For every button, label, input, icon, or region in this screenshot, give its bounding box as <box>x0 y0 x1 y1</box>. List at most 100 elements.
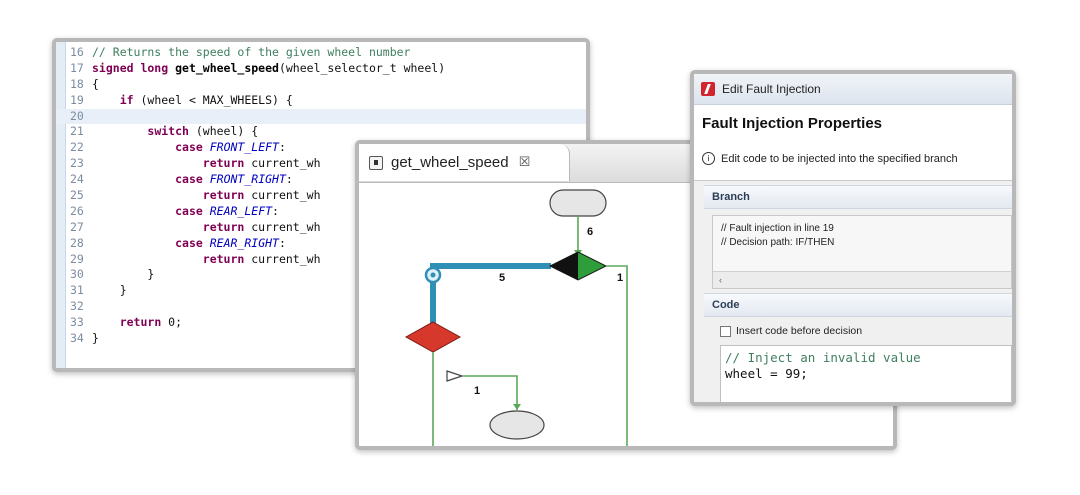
code-line[interactable]: 24 case FRONT_RIGHT: <box>70 172 586 188</box>
line-number: 31 <box>70 283 84 298</box>
flow-diagram-canvas: 6 5 1 1 <box>404 189 628 446</box>
code-token: case <box>175 203 203 218</box>
code-lines[interactable]: 16 // Returns the speed of the given whee… <box>56 45 586 347</box>
code-token: return <box>202 219 245 234</box>
edge-case <box>462 375 518 410</box>
code-line[interactable]: 32 <box>70 299 586 315</box>
injection-statement: wheel = 99; <box>725 366 808 381</box>
code-token <box>203 172 210 186</box>
code-line[interactable]: 26 case REAR_LEFT: <box>70 204 586 220</box>
insert-before-decision-checkbox[interactable] <box>720 325 731 337</box>
dialog-header: Fault Injection Properties i Edit code t… <box>694 105 1012 185</box>
start-node[interactable] <box>549 189 607 217</box>
code-line[interactable]: 16 // Returns the speed of the given whee… <box>70 45 586 61</box>
code-line[interactable]: 23 return current_wh <box>70 156 586 172</box>
code-line[interactable]: 22 case FRONT_LEFT: <box>70 140 586 156</box>
code-token: } <box>92 267 155 282</box>
code-token: : <box>272 203 279 218</box>
code-token <box>92 220 203 234</box>
code-token: case <box>175 140 203 155</box>
code-line[interactable]: 19 if (wheel < MAX_WHEELS) { <box>70 93 586 109</box>
code-token: REAR_LEFT <box>209 203 273 218</box>
code-token: return <box>119 315 162 330</box>
code-token <box>92 124 147 138</box>
line-number: 24 <box>70 172 84 187</box>
code-token <box>92 172 175 186</box>
info-icon: i <box>702 152 715 165</box>
highlight-path <box>430 263 551 332</box>
tab-get-wheel-speed[interactable]: get_wheel_speed ☒ <box>359 144 570 181</box>
code-token <box>92 140 175 154</box>
edit-fault-injection-dialog: Edit Fault Injection Fault Injection Pro… <box>690 70 1016 406</box>
code-line[interactable]: 28 case REAR_RIGHT: <box>70 236 586 252</box>
injection-code: // Inject an invalid value wheel = 99; <box>725 350 921 382</box>
horizontal-scrollbar[interactable]: ‹ <box>713 271 1011 288</box>
case-node[interactable] <box>446 370 464 382</box>
code-token: FRONT_RIGHT <box>209 172 286 187</box>
code-token: get_wheel_speed <box>175 60 279 75</box>
editor-gutter <box>56 42 66 368</box>
arrow-case <box>513 404 521 410</box>
line-number: 33 <box>70 315 84 330</box>
code-token: current_wh <box>244 188 321 203</box>
code-token: 0; <box>161 315 183 330</box>
line-number: 16 <box>70 45 84 59</box>
code-line[interactable]: 25 return current_wh <box>70 188 586 204</box>
code-line[interactable]: 31 } <box>70 283 586 299</box>
code-line[interactable]: 21 switch (wheel) { <box>70 124 586 140</box>
code-line[interactable]: 20 <box>56 108 586 125</box>
code-token: signed long <box>92 60 176 75</box>
code-token: : <box>278 235 286 250</box>
line-number: 25 <box>70 188 84 203</box>
line-number: 22 <box>70 140 84 155</box>
insert-before-decision-row[interactable]: Insert code before decision <box>720 325 862 337</box>
code-token: (wheel_selector_t wheel) <box>278 60 446 75</box>
line-number: 19 <box>70 92 84 107</box>
branch-text: // Fault injection in line 19 // Decisio… <box>721 223 835 248</box>
dialog-heading: Fault Injection Properties <box>702 115 883 132</box>
code-token <box>92 93 120 107</box>
code-token: FRONT_LEFT <box>209 140 279 155</box>
code-token: : <box>278 140 286 155</box>
return-node[interactable] <box>489 410 545 440</box>
code-line[interactable]: 29 return current_wh <box>70 252 586 268</box>
line-number: 27 <box>70 219 84 234</box>
section-code-header[interactable]: Code <box>704 293 1012 317</box>
code-token: (wheel < MAX_WHEELS) { <box>133 92 293 107</box>
code-token <box>203 140 210 154</box>
code-token <box>92 315 120 329</box>
scroll-left-icon[interactable]: ‹ <box>719 275 722 285</box>
branch-textbox[interactable]: // Fault injection in line 19 // Decisio… <box>712 215 1012 289</box>
line-number: 20 <box>70 108 84 123</box>
injection-code-editor[interactable]: // Inject an invalid value wheel = 99; <box>720 345 1012 402</box>
edge-label-left: 5 <box>499 272 505 284</box>
line-number: 23 <box>70 156 84 171</box>
code-token: { <box>92 76 99 91</box>
code-token: (wheel) { <box>188 124 259 139</box>
code-token <box>92 252 203 266</box>
code-line[interactable]: 30 } <box>70 267 586 283</box>
code-token: } <box>92 283 127 298</box>
code-token: return <box>202 251 245 266</box>
code-token: : <box>285 172 293 187</box>
code-line[interactable]: 18{ <box>70 77 586 93</box>
code-token <box>203 236 210 250</box>
edge-label-right: 1 <box>617 272 623 284</box>
dialog-titlebar[interactable]: Edit Fault Injection <box>694 74 1012 105</box>
code-line[interactable]: 33 return 0; <box>70 315 586 331</box>
code-line[interactable]: 27 return current_wh <box>70 220 586 236</box>
code-token: return <box>202 188 245 203</box>
code-token: current_wh <box>244 251 321 266</box>
code-token: case <box>175 235 203 250</box>
code-token: if <box>119 92 134 107</box>
decision-node-switch[interactable] <box>404 321 462 353</box>
section-branch-header[interactable]: Branch <box>704 185 1012 209</box>
code-line[interactable]: 34} <box>70 331 586 347</box>
code-token: REAR_RIGHT <box>209 235 279 250</box>
close-icon[interactable]: ☒ <box>518 155 531 170</box>
code-token <box>92 236 175 250</box>
code-token: // Returns the speed of the given wheel … <box>92 45 411 59</box>
code-token: current_wh <box>244 219 321 234</box>
decision-node-if-taken <box>550 252 578 280</box>
